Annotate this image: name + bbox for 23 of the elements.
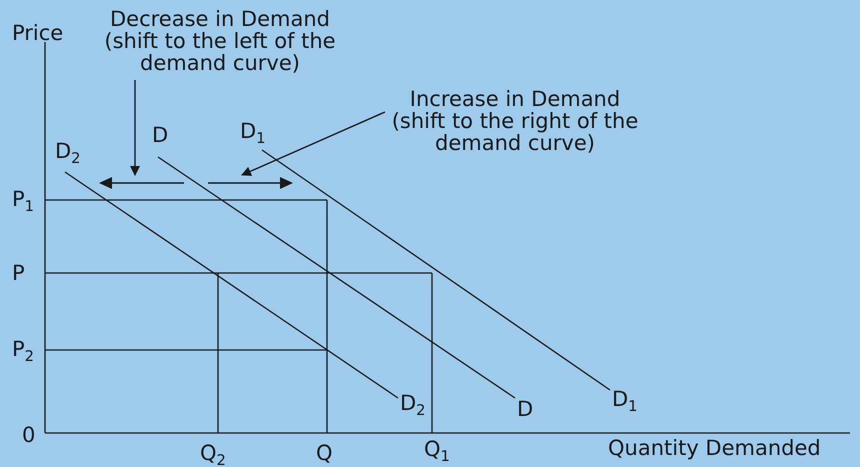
curve-label: D$_{1}$ — [240, 120, 266, 150]
quantity-label: Q$_{2}$ — [200, 442, 226, 467]
curve-label: D — [152, 124, 168, 146]
leader-line — [130, 80, 140, 176]
curve-label: D$_{2}$ — [400, 392, 426, 422]
annotation-heading: Increase in Demand — [408, 88, 622, 110]
curve-label: D$_{1}$ — [612, 388, 638, 418]
price-label: P$_{2}$ — [12, 338, 34, 368]
shift-arrow — [206, 175, 294, 191]
curve-label: D — [517, 398, 534, 420]
price-label: P$_{1}$ — [12, 188, 34, 218]
shift-arrow — [98, 175, 186, 191]
quantity-label: Q$_{1}$ — [424, 438, 450, 467]
axis-title: Price — [12, 22, 64, 44]
annotation-text: (shift to the left of the demand curve) — [103, 30, 337, 74]
price-label: P — [12, 262, 25, 284]
quantity-label: Q — [316, 442, 333, 464]
origin-label: 0 — [22, 424, 36, 446]
curve-label: D$_{2}$ — [55, 140, 81, 170]
annotation-text: (shift to the right of the demand curve) — [390, 110, 640, 154]
annotation-heading: Decrease in Demand — [108, 8, 331, 30]
leader-line — [241, 111, 386, 176]
axis-title: Quantity Demanded — [608, 437, 821, 459]
